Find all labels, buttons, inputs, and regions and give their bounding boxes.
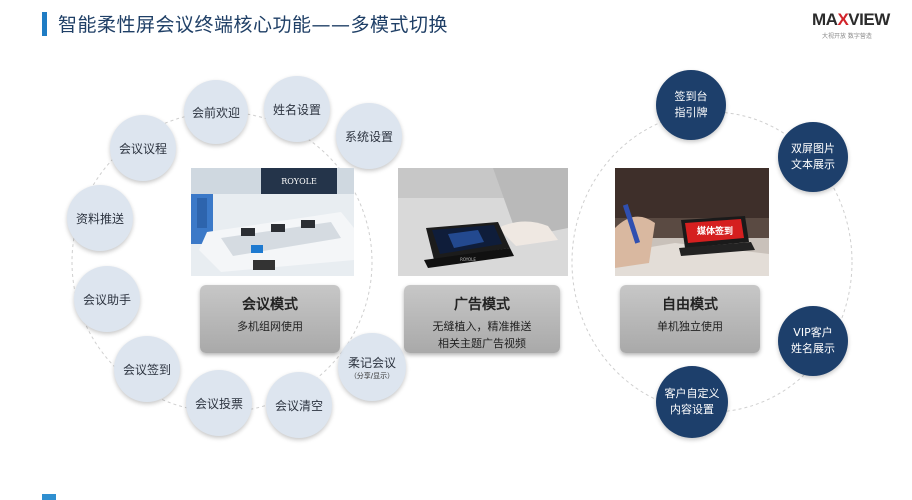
maxview-logo: MAXVIEW 大视开放 数字营造 — [812, 10, 902, 46]
bubble-doc-push: 资料推送 — [67, 185, 133, 251]
mode-title-ad: 广告模式 — [454, 297, 510, 313]
bubble-signin-desk: 签到台指引牌 — [656, 70, 726, 140]
bubble-agenda: 会议议程 — [110, 115, 176, 181]
logo-wordmark: MAXVIEW — [812, 10, 890, 29]
mode-box-free: 自由模式 单机独立使用 — [620, 285, 760, 353]
bubble-custom-content: 客户自定义内容设置 — [656, 366, 728, 438]
mode-desc-free: 单机独立使用 — [657, 320, 723, 333]
bubble-dual-screen: 双屏图片文本展示 — [778, 122, 848, 192]
bubble-name-setting: 姓名设置 — [264, 76, 330, 142]
bubble-clear: 会议清空 — [266, 372, 332, 438]
free-screen-text: 媒体签到 — [696, 225, 733, 237]
mode-box-ad: 广告模式 无缝植入，精准推送 相关主题广告视频 — [404, 285, 560, 353]
bubble-flexible-note: 柔记会议 （分享/显示） — [338, 333, 406, 401]
mode-desc-ad: 无缝植入，精准推送 相关主题广告视频 — [432, 320, 532, 350]
bubble-system-setting: 系统设置 — [336, 103, 402, 169]
bubble-checkin: 会议签到 — [114, 336, 180, 402]
meeting-brand-text: ROYOLE — [281, 177, 317, 186]
page-title: 智能柔性屏会议终端核心功能——多模式切换 — [58, 14, 449, 36]
bubble-vip-name: VIP客户姓名展示 — [778, 306, 848, 376]
bottom-accent-bar — [42, 494, 56, 500]
title-accent-bar — [42, 12, 47, 36]
mode-title-free: 自由模式 — [662, 297, 718, 313]
meeting-room-photo: ROYOLE — [191, 168, 354, 276]
bubble-flexible-note-sub: （分享/显示） — [349, 371, 395, 380]
bubble-vote: 会议投票 — [186, 370, 252, 436]
bubble-welcome: 会前欢迎 — [184, 80, 248, 144]
bubble-assistant: 会议助手 — [74, 266, 140, 332]
ad-device-brand: ROYOLE — [460, 257, 476, 262]
mode-desc-meeting: 多机组网使用 — [237, 320, 303, 333]
logo-tagline: 大视开放 数字营造 — [822, 33, 872, 40]
mode-box-meeting: 会议模式 多机组网使用 — [200, 285, 340, 353]
free-mode-photo: 媒体签到 — [615, 168, 769, 276]
mode-title-meeting: 会议模式 — [242, 297, 298, 313]
ad-device-photo: ROYOLE — [398, 168, 568, 276]
right-ring-dash — [571, 111, 853, 413]
